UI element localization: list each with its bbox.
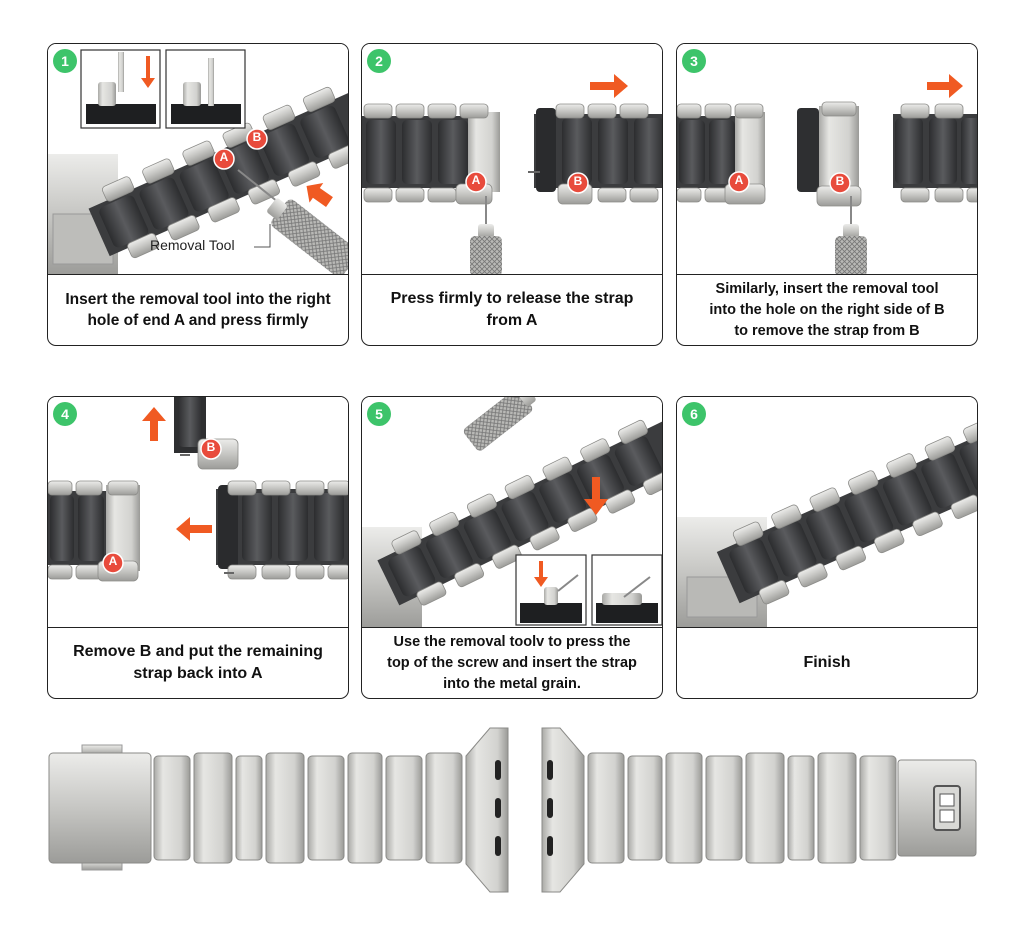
step-1-tool-label: Removal Tool [150,237,235,253]
step-4-caption: Remove B and put the remaining strap back… [48,627,348,698]
step-3-illustration: A B [677,44,977,275]
step-4-marker-a: A [108,554,118,568]
step-3-caption-line-3: to remove the strap from B [734,322,920,339]
step-6-illustration [677,397,977,628]
step-3-badge: 3 [682,49,706,73]
step-1-caption-line-2: hole of end A and press firmly [87,312,309,329]
step-1-badge: 1 [53,49,77,73]
step-2-marker-a: A [471,173,481,187]
step-4-caption-line-1: Remove B and put the remaining [73,643,323,660]
step-5-badge: 5 [367,402,391,426]
step-2-marker-b: B [573,174,583,188]
step-3-caption-line-1: Similarly, insert the removal tool [715,280,939,297]
step-2-caption: Press firmly to release the strap from A [362,274,662,345]
step-2-caption-line-1: Press firmly to release the strap [390,290,634,307]
step-4-caption-line-2: strap back into A [133,665,263,682]
strap-overview [0,720,1026,920]
step-6-caption-line-1: Finish [803,654,851,671]
step-6-panel: 6 Finish [676,396,978,699]
step-1-marker-a: A [219,150,229,164]
step-5-caption-line-1: Use the removal toolv to press the [393,633,631,650]
step-3-caption-line-2: into the hole on the right side of B [709,301,945,318]
step-3-panel: A B 3 Similarly, insert the removal tool… [676,43,978,346]
step-5-panel: 5 Use the removal toolv to press the top … [361,396,663,699]
step-4-panel: B A 4 Remove B and put the remaining stra… [47,396,349,699]
step-2-panel: A B 2 Press firmly to release the strap f… [361,43,663,346]
step-6-badge: 6 [682,402,706,426]
step-3-marker-a: A [734,173,744,187]
step-1-marker-b: B [252,130,262,144]
step-1-caption: Insert the removal tool into the right ho… [48,274,348,345]
step-4-marker-b: B [206,440,216,454]
step-5-caption: Use the removal toolv to press the top of… [362,627,662,698]
step-4-illustration: B A [48,397,348,628]
step-5-illustration [362,397,662,628]
step-3-marker-b: B [835,174,845,188]
step-2-badge: 2 [367,49,391,73]
step-5-caption-line-3: into the metal grain. [443,675,581,692]
step-4-badge: 4 [53,402,77,426]
step-6-caption: Finish [677,627,977,698]
step-2-caption-line-2: from A [486,312,538,329]
step-5-caption-line-2: top of the screw and insert the strap [387,654,637,671]
step-2-illustration: A B [362,44,662,275]
step-1-caption-line-1: Insert the removal tool into the right [65,291,331,308]
step-1-illustration: A B Removal Tool [48,44,348,275]
step-1-panel: A B Removal Tool 1 Insert the removal to… [47,43,349,346]
step-3-caption: Similarly, insert the removal tool into t… [677,274,977,345]
